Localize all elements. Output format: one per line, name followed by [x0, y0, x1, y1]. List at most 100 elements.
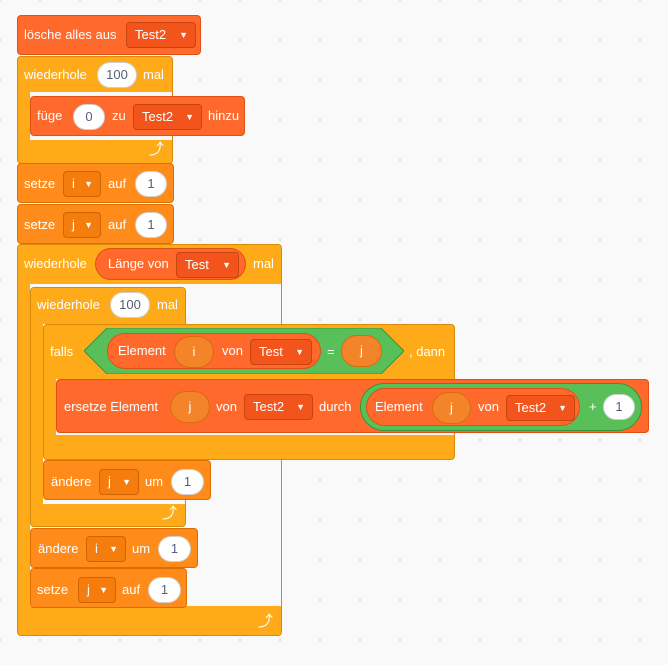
equals-operator: =	[327, 344, 335, 359]
list-dropdown-value: Test2	[142, 109, 174, 124]
repeat-count-value: 100	[119, 297, 141, 312]
variable-dropdown[interactable]: j▼	[78, 577, 116, 603]
item-of-list-reporter[interactable]: Element j von Test2▼	[366, 388, 580, 426]
change-value-input[interactable]: 1	[171, 469, 204, 495]
replace-mid2-label: durch	[319, 399, 352, 414]
variable-value: j	[87, 582, 90, 597]
set-value-input[interactable]: 1	[135, 212, 167, 238]
delete-all-label: lösche alles aus	[24, 27, 117, 42]
variable-value: i	[95, 541, 98, 556]
list-dropdown[interactable]: Test ▼	[250, 339, 312, 365]
change-value-input[interactable]: 1	[158, 536, 191, 562]
item-label: Element	[118, 343, 166, 358]
set-i-block[interactable]: setze i▼ auf 1	[17, 163, 174, 203]
length-label: Länge von	[108, 256, 169, 271]
dropdown-arrow-icon: ▼	[296, 402, 305, 412]
list-dropdown-value: Test	[185, 257, 209, 272]
change-label: ändere	[38, 541, 79, 556]
list-dropdown[interactable]: Test2 ▼	[126, 22, 196, 48]
variable-dropdown[interactable]: j▼	[99, 469, 139, 495]
change-j-block[interactable]: ändere j▼ um 1	[43, 460, 211, 500]
replace-item-block[interactable]: ersetze Element j von Test2▼ durch Eleme…	[56, 379, 649, 433]
set-mid-label: auf	[122, 582, 141, 597]
list-dropdown-value: Test2	[135, 27, 167, 42]
variable-dropdown[interactable]: i▼	[63, 171, 101, 197]
repeat-label: wiederhole	[24, 256, 87, 271]
repeat-count-value: 100	[106, 67, 128, 82]
list-dropdown[interactable]: Test ▼	[176, 252, 239, 278]
list-dropdown-value: Test2	[253, 399, 285, 414]
item-label: Element	[375, 399, 423, 414]
repeat-count-input[interactable]: 100	[97, 62, 137, 88]
item-mid-label: von	[478, 399, 499, 414]
set-label: setze	[37, 582, 69, 597]
index-reporter[interactable]: j	[170, 391, 210, 423]
dropdown-arrow-icon: ▼	[109, 544, 118, 554]
change-i-block[interactable]: ändere i▼ um 1	[30, 528, 198, 568]
loop-arrow-icon: ⤴	[258, 613, 274, 630]
add-to-list-block[interactable]: füge 0 zu Test2 ▼ hinzu	[30, 96, 245, 136]
replace-mid-label: von	[216, 399, 237, 414]
change-value: 1	[170, 541, 179, 556]
set-label: setze	[24, 217, 56, 232]
list-dropdown[interactable]: Test2▼	[506, 395, 575, 421]
variable-dropdown[interactable]: i▼	[86, 536, 126, 562]
add-suffix: hinzu	[208, 108, 240, 123]
add-label: füge	[37, 108, 63, 123]
plus-operator: +	[589, 399, 597, 414]
item-mid-label: von	[222, 343, 243, 358]
set-j-block[interactable]: setze j▼ auf 1	[30, 568, 187, 608]
repeat-suffix: mal	[253, 256, 274, 271]
addend-input[interactable]: 1	[603, 394, 635, 420]
set-value-input[interactable]: 1	[135, 171, 167, 197]
set-mid-label: auf	[108, 176, 127, 191]
add-value-input[interactable]: 0	[73, 104, 105, 130]
repeat-label: wiederhole	[37, 297, 100, 312]
index-value: j	[188, 399, 192, 414]
rhs-reporter[interactable]: j	[341, 335, 382, 367]
variable-value: i	[72, 176, 75, 191]
dropdown-arrow-icon: ▼	[84, 220, 93, 230]
add-operator[interactable]: Element j von Test2▼ + 1	[360, 383, 642, 431]
index-value: i	[192, 344, 196, 359]
length-of-reporter[interactable]: Länge von Test ▼	[95, 248, 246, 280]
add-mid-label: zu	[112, 108, 126, 123]
loop-arrow-icon: ⤴	[162, 505, 178, 522]
list-dropdown[interactable]: Test2 ▼	[133, 104, 202, 130]
repeat-count-input[interactable]: 100	[110, 292, 150, 318]
dropdown-arrow-icon: ▼	[185, 112, 194, 122]
change-value: 1	[183, 474, 192, 489]
change-mid-label: um	[132, 541, 151, 556]
delete-all-block[interactable]: lösche alles aus Test2 ▼	[17, 15, 201, 55]
dropdown-arrow-icon: ▼	[558, 403, 567, 413]
index-reporter[interactable]: j	[432, 392, 471, 424]
index-reporter[interactable]: i	[174, 336, 214, 368]
set-value-input[interactable]: 1	[148, 577, 181, 603]
variable-value: j	[72, 217, 75, 232]
set-value: 1	[147, 217, 155, 232]
variable-value: j	[108, 474, 111, 489]
repeat-label: wiederhole	[24, 67, 87, 82]
set-mid-label: auf	[108, 217, 127, 232]
dropdown-arrow-icon: ▼	[295, 347, 304, 357]
dropdown-arrow-icon: ▼	[122, 477, 131, 487]
dropdown-arrow-icon: ▼	[222, 260, 231, 270]
loop-arrow-icon: ⤴	[149, 141, 165, 158]
add-value: 0	[85, 109, 93, 124]
set-j-block[interactable]: setze j▼ auf 1	[17, 204, 174, 244]
if-label: falls	[50, 344, 74, 359]
rhs-value: j	[360, 343, 363, 358]
repeat-arm	[18, 92, 30, 140]
list-dropdown-value: Test	[259, 344, 283, 359]
variable-dropdown[interactable]: j▼	[63, 212, 101, 238]
change-label: ändere	[51, 474, 92, 489]
dropdown-arrow-icon: ▼	[179, 30, 188, 40]
if-suffix: , dann	[409, 344, 446, 359]
index-value: j	[450, 400, 453, 415]
repeat-suffix: mal	[157, 297, 178, 312]
item-of-list-reporter[interactable]: Element i von Test ▼	[107, 333, 321, 369]
repeat-suffix: mal	[143, 67, 164, 82]
set-value: 1	[147, 176, 155, 191]
list-dropdown[interactable]: Test2 ▼	[244, 394, 313, 420]
set-label: setze	[24, 176, 56, 191]
